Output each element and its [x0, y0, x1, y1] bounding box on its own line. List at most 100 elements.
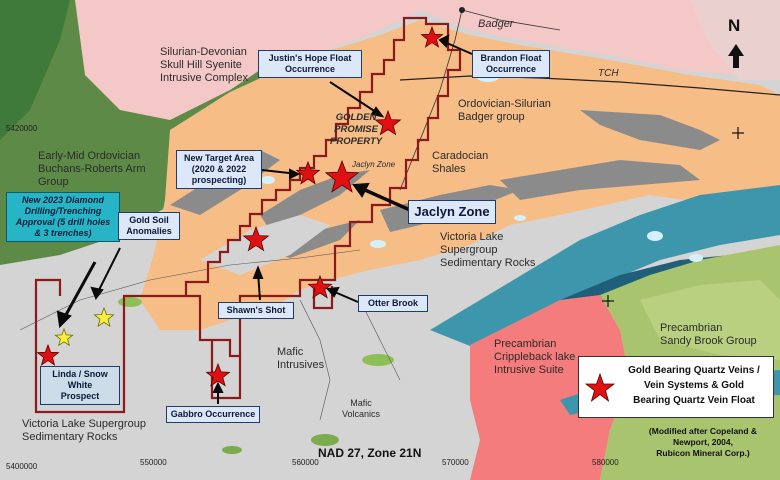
tch-road [399, 75, 780, 96]
crippleback-line-3: Intrusive Suite [494, 364, 564, 376]
brandon-line-1: Brandon Float [480, 53, 542, 63]
justins-line-2: Occurrence [284, 64, 336, 74]
star-new-target-icon [295, 160, 321, 185]
skull-hill-line-2: Skull Hill Syenite [160, 59, 242, 71]
lake-2 [370, 240, 386, 248]
victoria-mid-line-3: Sedimentary Rocks [440, 257, 536, 269]
property-line-1: GOLDEN [335, 112, 377, 123]
buchans-line-2: Buchans-Roberts Arm [38, 163, 146, 175]
credit-line-2: Newport, 2004, [673, 437, 733, 447]
arrow-gold-soil [95, 247, 121, 297]
easting-1: 550000 [140, 458, 167, 467]
sandy-brook-light [640, 280, 780, 360]
northing-top: 5420000 [6, 124, 38, 133]
jaclyn-small-label: Jaclyn Zone [352, 160, 396, 169]
property-boundary-south [210, 340, 242, 400]
star-markers [36, 25, 444, 387]
new-2023-line-1: New 2023 Diamond [21, 195, 105, 205]
brandon-line-2: Occurrence [485, 64, 537, 74]
northing-bottom: 5400000 [6, 462, 38, 471]
mafic-volcanics-line-1: Mafic [350, 398, 372, 408]
unit-label-caradocian: Caradocian Shales [432, 150, 488, 176]
arrow-new-2023 [60, 261, 97, 323]
skull-hill-line-1: Silurian-Devonian [160, 46, 247, 58]
skull-hill-line-3: Intrusive Complex [160, 72, 249, 84]
road-north-south [399, 9, 463, 191]
new-target-line-3: prospecting) [191, 175, 247, 185]
pink-northeast [690, 0, 780, 80]
buchans-line-3: Group [38, 176, 69, 188]
caradocian-line-2: Shales [432, 163, 466, 175]
star-gabbro-icon [205, 362, 231, 387]
arrowhead-justins [370, 106, 385, 118]
victoria-low-line-2: Sedimentary Rocks [22, 431, 118, 443]
mafic-patch-4 [118, 297, 142, 307]
shale-band-1 [580, 110, 720, 150]
sandy-brook-line-1: Precambrian [660, 322, 723, 334]
easting-3: 570000 [442, 458, 469, 467]
sandy-brook-line-2: Sandy Brook Group [660, 335, 757, 347]
skull-hill-syenite-unit [75, 0, 780, 120]
unit-label-buchans: Early-Mid Ordovician Buchans-Roberts Arm… [38, 150, 146, 189]
credit-note: (Modified after Copeland & Newport, 2004… [628, 426, 778, 459]
unit-label-mafic-intrusives: Mafic Intrusives [277, 346, 325, 371]
badger-town-marker [459, 7, 465, 13]
star-brandon-icon [420, 25, 444, 48]
arrowhead-new-target [289, 168, 301, 180]
projection-label: NAD 27, Zone 21N [318, 446, 422, 460]
callout-new-2023: New 2023 Diamond Drilling/Trenching Appr… [6, 192, 120, 242]
new-2023-line-4: & 3 trenches) [34, 228, 92, 238]
victoria-mid-line-1: Victoria Lake [440, 231, 504, 243]
linda-line-1: Linda / Snow White [52, 369, 108, 390]
arrowhead-jaclyn [352, 182, 370, 198]
gold-soil-line-2: Anomalies [126, 226, 172, 236]
new-target-line-1: New Target Area [183, 153, 255, 163]
new-2023-line-3: Approval (5 drill holes [15, 217, 111, 227]
tch-label: TCH [598, 68, 619, 79]
caradocian-line-1: Caradocian [432, 150, 489, 162]
buchans-line-1: Early-Mid Ordovician [38, 150, 141, 162]
arrowhead-gold-soil [90, 286, 104, 301]
property-line-3: PROPERTY [330, 136, 383, 147]
north-label: N [728, 16, 741, 35]
unit-label-badger-group: Ordovician-Silurian Badger group [458, 98, 551, 124]
badger-label: Badger [478, 18, 514, 30]
mafic-volcanics-line-2: Volcanics [342, 409, 381, 419]
grid-crosses [602, 127, 744, 307]
arrowhead-brandon [438, 34, 450, 49]
property-line-2: PROMISE [334, 124, 378, 135]
new-target-line-2: (2020 & 2022 [191, 164, 247, 174]
gold-soil-line-1: Gold Soil [129, 215, 169, 225]
lake-5 [689, 254, 703, 262]
unit-label-skull-hill: Silurian-Devonian Skull Hill Syenite Int… [160, 46, 248, 85]
easting-4: 580000 [592, 458, 619, 467]
property-boundary [34, 16, 462, 414]
star-justins-hope-icon [374, 109, 402, 136]
unit-label-crippleback: Precambrian Crippleback lake Intrusive S… [494, 338, 575, 377]
star-gold-soil-2-icon [54, 327, 74, 347]
callout-shawns-shot: Shawn's Shot [218, 302, 294, 319]
star-gold-soil-1-icon [93, 306, 115, 328]
linda-line-2: Prospect [60, 391, 100, 401]
arrowhead-otter [325, 286, 340, 298]
road-badger-east [461, 9, 561, 31]
callout-gabbro: Gabbro Occurrence [166, 406, 260, 423]
victoria-wedge [200, 215, 330, 275]
new-2023-line-2: Drilling/Trenching [24, 206, 102, 216]
callout-brandon-float: Brandon Float Occurrence [472, 50, 550, 78]
star-jaclyn-zone-icon [324, 159, 360, 193]
legend-line-1: Gold Bearing Quartz Veins / [628, 365, 760, 376]
north-arrow-icon [728, 44, 744, 68]
callout-linda-snow-white: Linda / Snow White Prospect [40, 366, 120, 405]
legend-star-icon [585, 373, 615, 403]
easting-2: 560000 [292, 458, 319, 467]
credit-line-3: Rubicon Mineral Corp.) [656, 448, 750, 458]
arrowhead-gabbro [212, 381, 224, 393]
callout-gold-soil: Gold Soil Anomalies [118, 212, 180, 240]
mafic-patch-3 [222, 446, 242, 454]
callout-otter-brook: Otter Brook [358, 295, 428, 312]
lake-1 [261, 176, 275, 184]
trail-southeast [359, 299, 401, 381]
callout-justins-hope: Justin's Hope Float Occurrence [258, 50, 362, 78]
